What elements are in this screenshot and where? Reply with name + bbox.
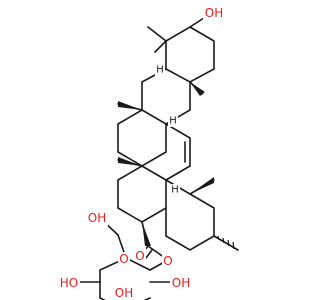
ester-oxygen-label: O <box>163 254 172 268</box>
molecular-structure-diagram: OH H H H O O O OH HO OH OH <box>58 6 239 300</box>
oh-label-c3: OH <box>205 6 223 20</box>
sugar-ring-oxygen-label: O <box>119 252 128 266</box>
oh-label-c2-sugar: OH <box>172 276 190 290</box>
skeletal-bonds <box>77 13 239 300</box>
h-label-c5: H <box>156 65 164 76</box>
ho-label-c4: HO <box>60 276 78 290</box>
h-label-c18: H <box>171 185 179 196</box>
oh-label-c3-sugar: OH <box>115 286 133 300</box>
stereo-bonds <box>118 82 235 250</box>
h-label-c9: H <box>169 116 177 127</box>
atom-labels: OH H H H O O O OH HO OH OH <box>58 6 225 300</box>
oh-label-c6: OH <box>88 211 106 225</box>
carbonyl-oxygen-label: O <box>135 249 144 263</box>
